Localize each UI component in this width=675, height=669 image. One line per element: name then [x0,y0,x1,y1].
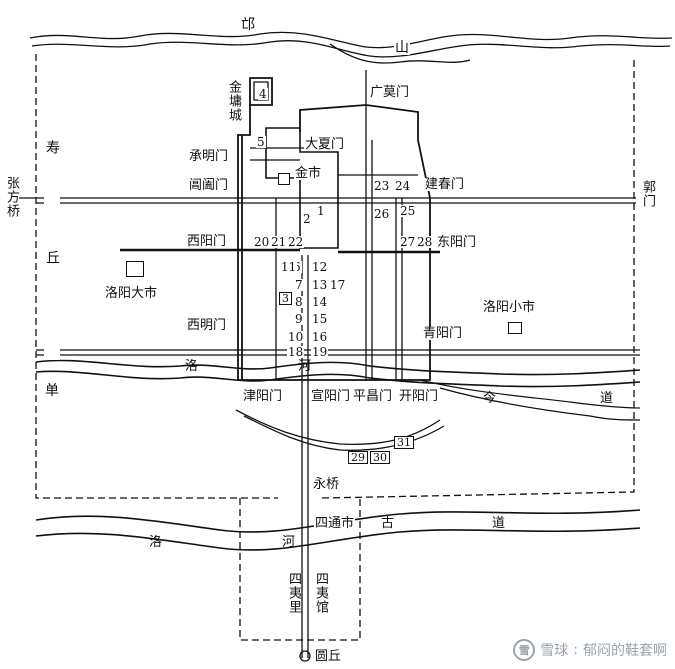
site-21: 21 [270,235,288,249]
site-9: 9 [294,312,304,326]
chengming-men-label: 承明门 [188,149,230,164]
site-7: 7 [294,278,304,292]
site-20: 20 [253,235,271,249]
jinyong-fort [249,77,273,106]
site-31: 31 [394,436,414,449]
luoyang-xiaoshi-marker [508,322,522,334]
ximing-men-label: 西明门 [186,318,228,333]
luo-he-label: 洛河 [185,359,412,374]
watermark-separator: : [573,642,578,658]
xuanyang-men-label: 宣阳门 [310,389,352,404]
guo-men-label: 郭门 [640,180,655,208]
yuan-qiu-label: 圆丘 [314,649,343,664]
site-8: 8 [294,295,304,309]
mang-label-1: 邙 [240,17,256,33]
site-10: 10 [287,330,305,344]
jiyang-men-label: 津阳门 [242,389,284,404]
old-road-loop [235,409,441,445]
daxia-men-label: 大夏门 [304,137,346,152]
qingyang-men-label: 青阳门 [422,326,464,341]
site-22: 22 [287,235,305,249]
kaiyang-men-label: 开阳门 [398,389,440,404]
site-30: 30 [370,451,390,464]
mang-label-2: 山 [394,40,410,56]
pingchang-men-label: 平昌门 [352,389,394,404]
shou-qiu-label: 寿丘 [44,140,60,360]
site-14: 14 [311,295,329,309]
site-26: 26 [373,207,391,221]
jianchun-men-label: 建春门 [424,177,466,192]
guangmo-men-label: 广莫门 [369,85,411,100]
site-12: 12 [311,260,329,274]
jin-dao-label: 今道 [483,391,613,406]
yong-qiao-label: 永桥 [312,477,341,492]
snowball-logo-icon: 雪 [513,639,536,661]
jinshi-marker [278,173,290,185]
site-11: 11 [280,260,298,274]
site-15: 15 [311,312,329,326]
sitong-shi-label: 四通市 [314,516,356,531]
changhe-men-label: 阊阖门 [188,178,230,193]
site-23: 23 [373,179,391,193]
site-29: 29 [348,451,368,464]
mang-mountain-ridge [29,31,673,49]
site-2: 2 [302,212,312,226]
luo-river-north [35,359,641,376]
site-5: 5 [256,135,266,149]
outer-boundary-south [239,498,361,641]
dongyang-men-label: 东阳门 [436,235,478,250]
watermark-site: 雪球 [540,643,569,659]
site-18: 18 [287,345,305,359]
site-17: 17 [329,278,347,292]
mang-mountain-ridge-2 [31,40,671,58]
watermark-author: 郁闷的鞋套啊 [583,643,667,659]
jinyong-cheng-label: 金墉城 [226,80,241,122]
luoyang-dashi-label: 洛阳大市 [104,286,159,301]
luoyang-dashi-marker [126,261,144,277]
zhangfang-qiao-label: 张方桥 [4,176,19,218]
site-24: 24 [394,179,412,193]
site-16: 16 [311,330,329,344]
site-3: 3 [279,292,292,305]
yuanqiu-circle [299,650,311,662]
site-4: 4 [258,87,268,101]
site-25: 25 [399,204,417,218]
luo-he-2-label: 洛河 [149,535,416,550]
site-13: 13 [311,278,329,292]
xiyang-men-label: 西阳门 [186,234,228,249]
site-1: 1 [316,204,326,218]
luoyang-xiaoshi-label: 洛阳小市 [482,300,537,315]
dan-label: 单 [44,383,60,399]
site-28: 28 [416,235,434,249]
site-27: 27 [399,235,417,249]
palace [265,127,339,249]
site-19: 19 [311,345,329,359]
outer-boundary [35,54,635,499]
gu-dao-label: 古道 [381,516,604,531]
watermark: 雪 雪球 : 郁闷的鞋套啊 [513,639,667,661]
siyi-guan-label: 四夷馆 [313,572,328,614]
jinshi-label: 金市 [294,166,323,181]
siyi-li-label: 四夷里 [286,572,301,614]
